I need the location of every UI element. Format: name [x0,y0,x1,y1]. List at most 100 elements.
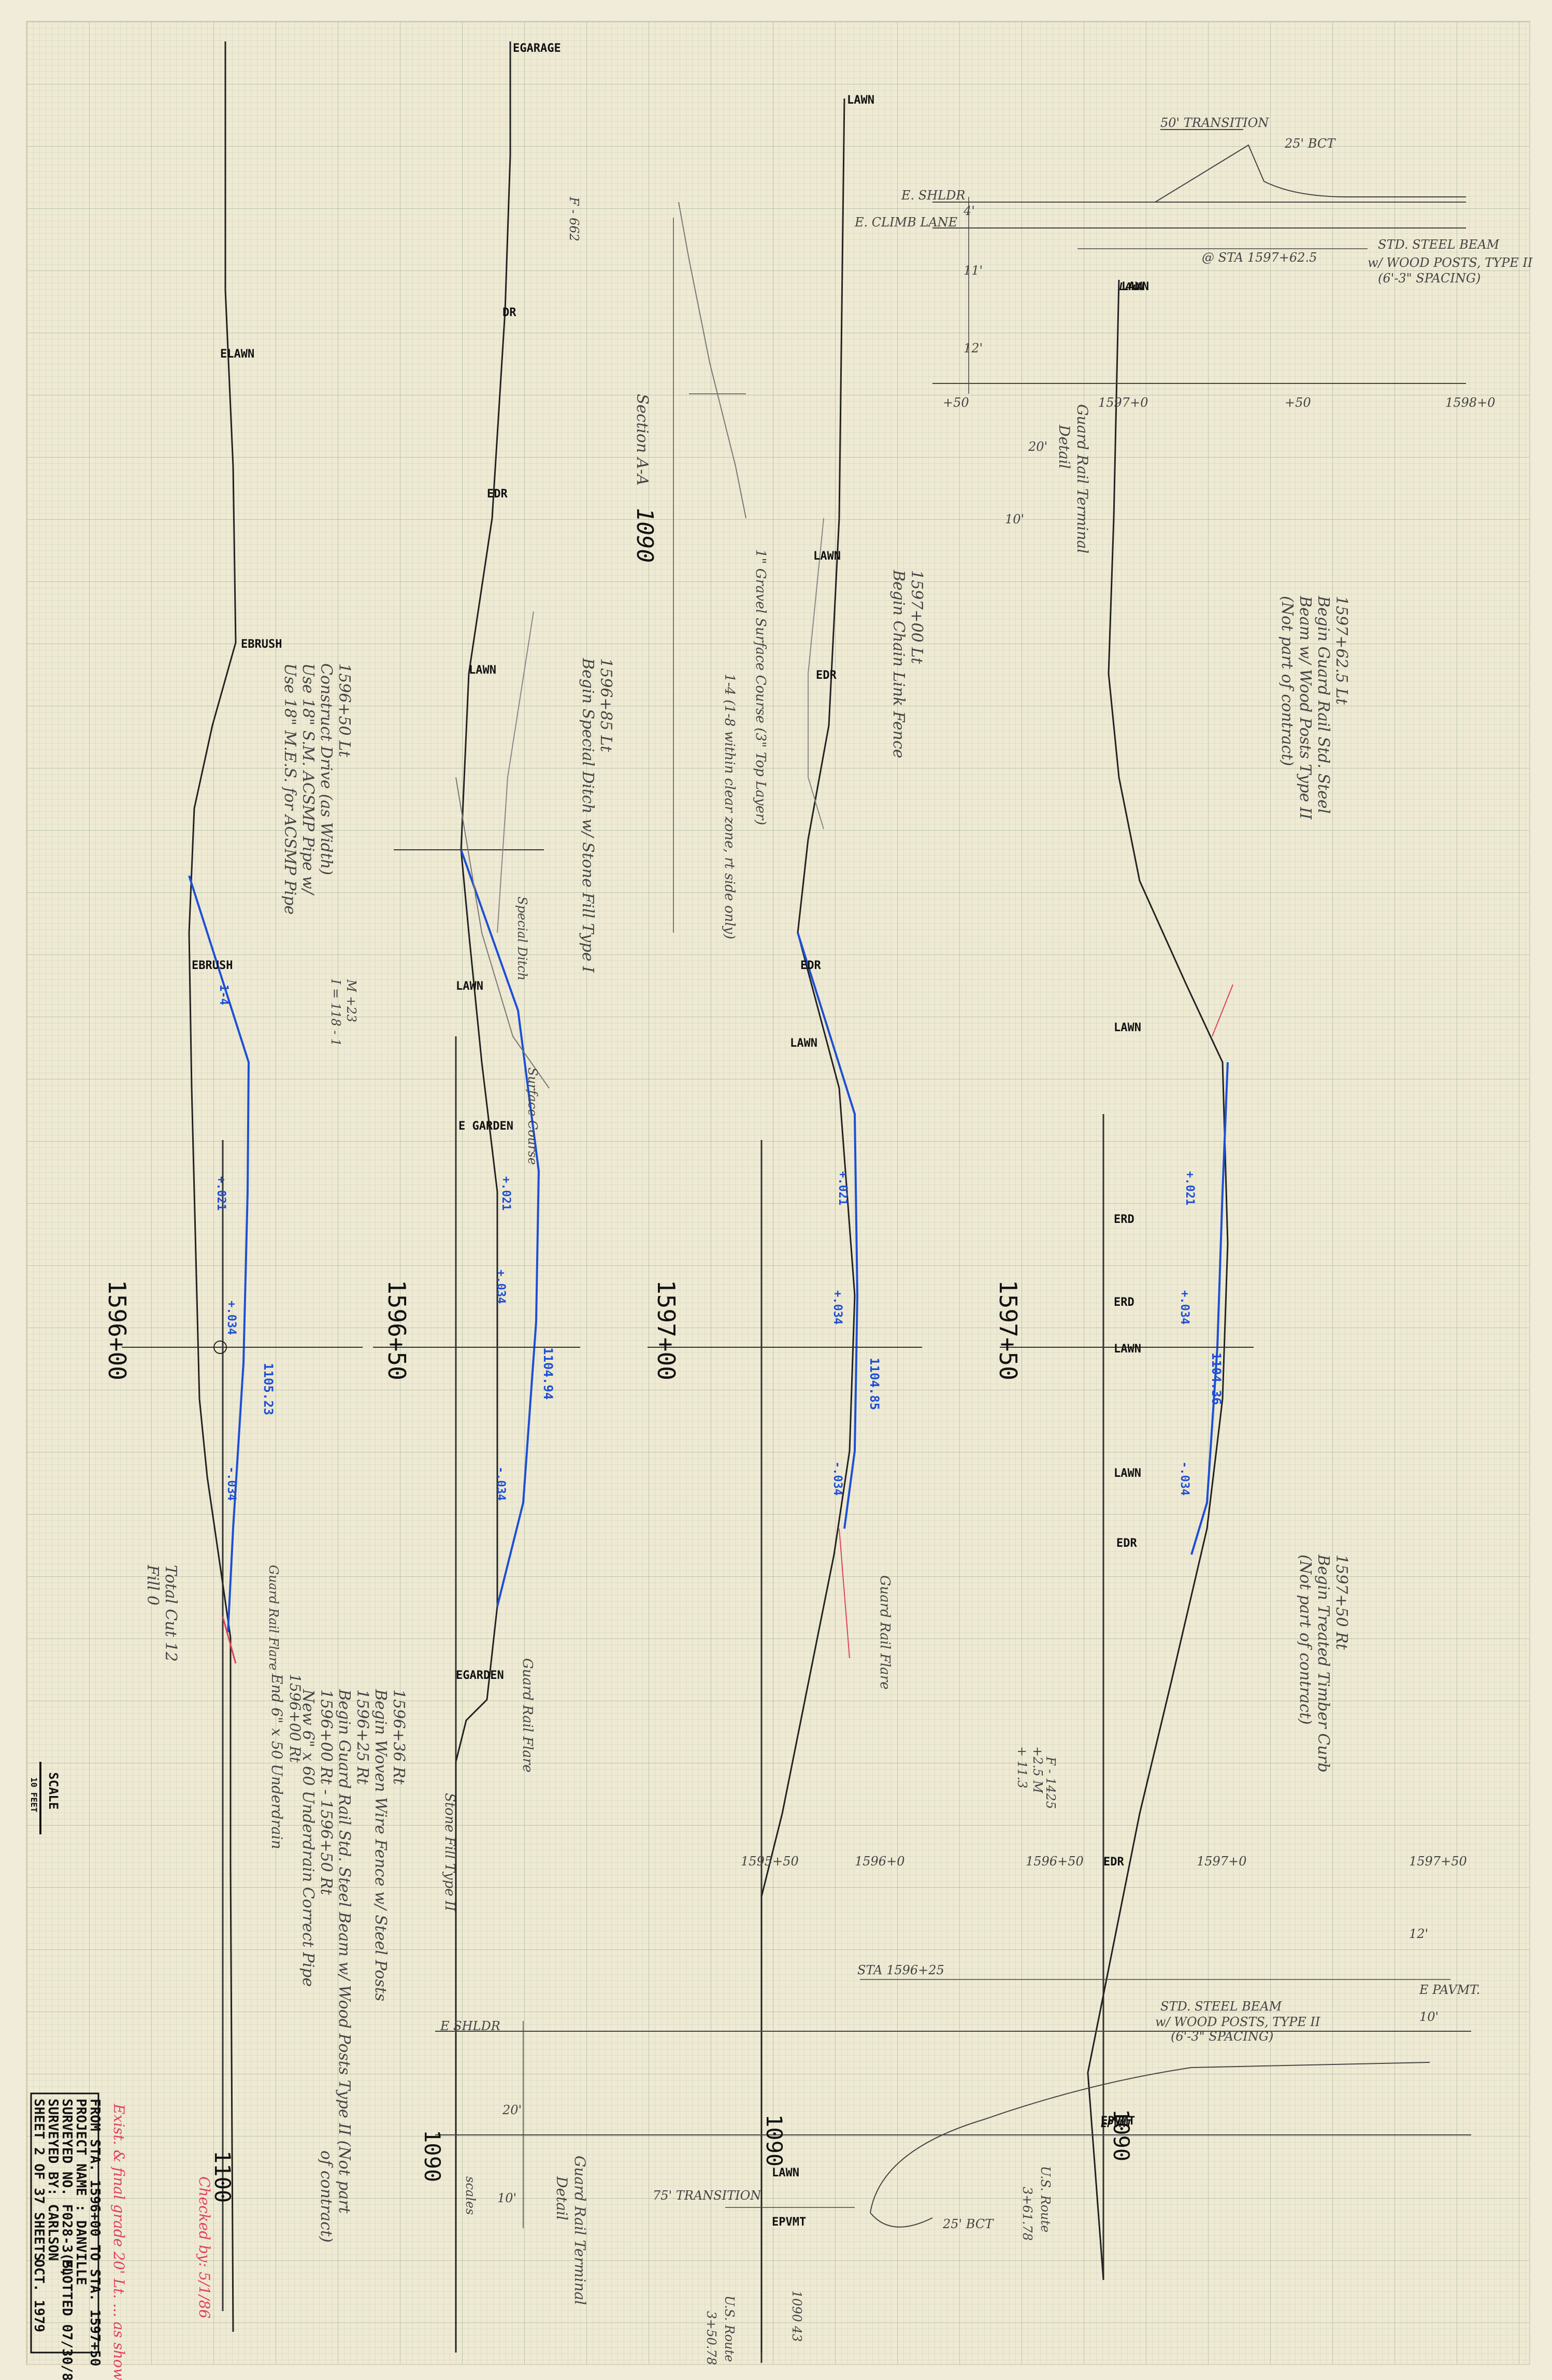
note-5c: (Not part of contract) [1296,1555,1314,1725]
gr-top-shldr: E. SHLDR [901,188,965,203]
red-sig: Checked by: 5/1/86 [196,2176,213,2318]
label-edr-3b: EDR [800,959,821,972]
label-lawn-2a: LAWN [469,664,496,677]
gr-bot-tick-4: 1597+50 [1409,1854,1467,1869]
section-1597-50 [1000,279,1254,2281]
gr-bot-transition: 75' TRANSITION [653,2188,761,2203]
gr-top-title2: Detail [1056,424,1073,469]
gr-top-title: Guard Rail Terminal [1074,404,1091,553]
label-lawn-4a: LAWN [1122,280,1149,293]
gr-top-dim-a: 4' [963,204,975,218]
note-4c: Beam w/ Wood Posts Type II [1296,595,1314,820]
misc-rt: 3+50.78 [704,2311,718,2365]
label-egarage: EGARAGE [513,42,561,55]
note-7b: Begin Guard Rail Std. Steel Beam w/ Wood… [335,1689,353,2214]
gr-bot-beam: STD. STEEL BEAM [1160,1999,1283,2014]
base-elev-4: 1090 [1109,2109,1134,2161]
note-1b: Construct Drive (as Width) [317,663,335,875]
slope-1: 1-4 [217,985,230,1005]
note-4d: (Not part of contract) [1278,596,1296,766]
label-epvmt-4: EPVMT [1101,2115,1135,2128]
station-label-3: 1597+00 [652,1280,680,1380]
label-lawn-2b: LAWN [456,980,483,993]
misc-us-route: U.S. Route [722,2296,737,2362]
top-elev-4: 1104.36 [1209,1352,1224,1405]
gr-top-climb: E. CLIMB LANE [854,215,958,230]
note-1d: Use 18" M.E.S. for ACSMP Pipe [281,663,299,915]
stone-fill-note: Stone Fill Type II [442,1793,457,1912]
red-note: Exist. & final grade 20' Lt. ... as show… [110,2103,127,2380]
grade-2c: -.034 [494,1466,507,1501]
note-1: 1596+50 Lt [335,663,353,758]
station-label-2: 1596+50 [383,1280,411,1380]
note-2: 1596+85 Lt [597,658,615,752]
spec-ditch-note2: Surface Course [525,1067,540,1165]
label-ebrush-1: EBRUSH [241,638,282,651]
misc-us-route-2: U.S. Route [1038,2166,1053,2232]
note-4: 1597+62.5 Lt [1332,596,1350,705]
label-egarden-1: E GARDEN [458,1120,513,1133]
label-epvmt-3: EPVMT [772,2216,806,2229]
label-lawn-3c: LAWN [790,1037,817,1050]
gr-bot-title2: Detail [553,2176,570,2220]
guard-flare-3: Guard Rail Flare [266,1565,281,1671]
gr-top-sta: @ STA 1597+62.5 [1202,250,1317,265]
label-ebrush-2: EBRUSH [192,959,233,972]
top-elev-2: 1104.94 [541,1347,555,1400]
surface-course-note: 1" Gravel Surface Course (3" Top Layer) [753,549,768,825]
grade-2b: +.034 [494,1270,507,1304]
tb-by: SURVEYED BY: CARLSON [45,2099,61,2261]
gr-top-lawn: LAWN [1119,280,1144,293]
gr-top-dim-e: 10' [1005,512,1024,526]
station-label-4: 1597+50 [994,1280,1022,1380]
gr-bot-tick-3: 1597+0 [1197,1854,1246,1869]
section-1596-50 [373,41,580,2353]
note-8: 1596+00 Rt [286,1674,304,1763]
label-lawn-4b: LAWN [1114,1021,1141,1034]
grade-1c: -.034 [225,1466,238,1501]
label-edr-4a: EDR [1116,1537,1137,1550]
gr-top-bct: 25' BCT [1284,136,1336,151]
gr-top-dim-b: 11' [964,263,983,278]
label-erd-b: ERD [1114,1296,1134,1309]
misc-m2: +2.5 M [1030,1746,1045,1794]
note-6b: Begin Woven Wire Fence w/ Steel Posts [371,1689,390,2001]
gr-bot-posts: w/ WOOD POSTS, TYPE II [1155,2015,1320,2029]
note-7: 1596+25 Rt [353,1689,371,1785]
note-2b: Begin Special Ditch w/ Stone Fill Type I [579,658,597,973]
section-aa-elev: 1090 [631,508,658,563]
label-lawn-3b: LAWN [813,550,841,563]
grade-3a: +.021 [836,1171,849,1205]
gr-top-tick-a: +50 [943,395,969,410]
top-elev-3: 1104.85 [867,1358,882,1410]
control-point-icon [213,1341,227,1354]
grade-1a: +.021 [214,1176,227,1210]
gr-bot-epvmt: EPVMT [1101,2117,1132,2130]
tb-sheet: SHEET 2 OF 37 SHEETS [31,2099,47,2261]
note-7c: of contract) [317,2150,335,2243]
gr-bot-shldr: E SHLDR [440,2019,500,2033]
gr-top-posts: w/ WOOD POSTS, TYPE II [1368,255,1533,270]
gr-top-tick-d: 1598+0 [1445,395,1495,410]
title-block-frame [30,2092,99,2354]
gr-bot-pavmt: E PAVMT. [1419,1983,1480,1997]
scale-label: SCALE [46,1772,61,1809]
base-elev-1: 1100 [210,2150,235,2203]
misc-bottom-mark: 1090 43 [789,2290,804,2342]
note-4b: Begin Guard Rail Std. Steel [1314,595,1332,814]
note-3: 1597+00 Lt [908,570,926,664]
tb-plotted: PLOTTED 07/30/80 [59,2259,75,2380]
grade-1b: +.034 [225,1301,238,1335]
gr-bot-spacing: (6'-3" SPACING) [1171,2029,1273,2044]
section-aa-label: Section A-A [633,394,651,486]
gr-top-dim-c: 12' [964,341,983,355]
gr-bot-tick-1: 1596+0 [855,1854,904,1869]
base-elev-3: 1090 [761,2114,787,2167]
guard-flare-2: Guard Rail Flare [877,1575,893,1690]
base-elev-2: 1090 [420,2130,445,2182]
label-dr: DR [502,306,516,319]
gr-bot-dim-c: 12' [1409,1927,1428,1941]
misc-m118: I = 118 - 1 [328,979,343,1046]
